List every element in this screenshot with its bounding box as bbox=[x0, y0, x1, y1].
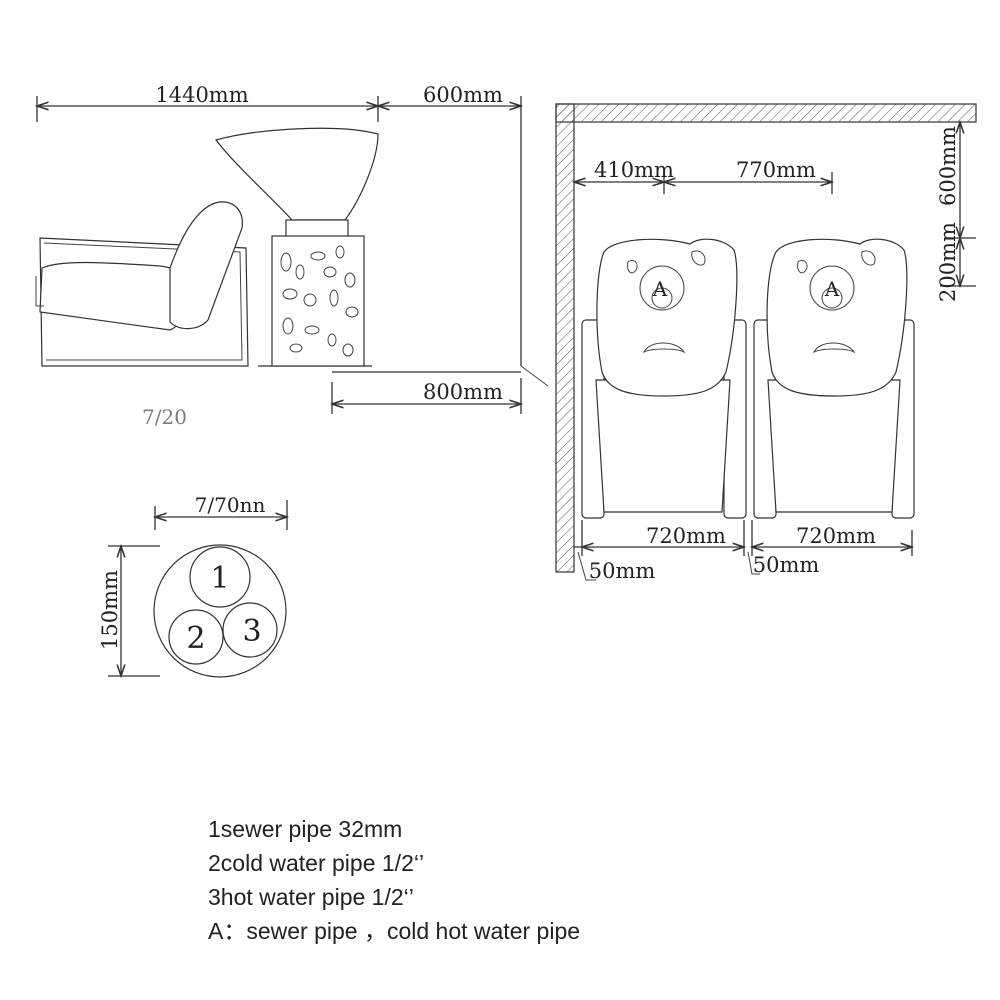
wall-top bbox=[555, 103, 977, 123]
dim-wall-offset-label: 410mm bbox=[594, 158, 674, 182]
dim-chair-width-label: 1440mm bbox=[155, 83, 248, 107]
pipe-dim-height-label: 150mm bbox=[98, 570, 122, 650]
pipe-dim-width-label: 7/70nn bbox=[195, 493, 266, 517]
dim-chair-width: 1440mm bbox=[37, 83, 378, 122]
unit-2-pipe-marker: A bbox=[824, 277, 840, 301]
pipe-3-label: 3 bbox=[242, 614, 261, 649]
dim-gap-2-label: 50mm bbox=[753, 553, 820, 577]
pipe-detail: 7/70nn 150mm 1 2 3 bbox=[98, 493, 287, 678]
pipe-3-circle bbox=[222, 602, 278, 658]
side-view: 1440mm 600mm bbox=[35, 83, 549, 429]
dim-gap-1-label: 50mm bbox=[589, 559, 656, 583]
pipe-1-label: 1 bbox=[210, 561, 229, 596]
legend-line-3: 3hot water pipe 1/2‘’ bbox=[208, 884, 414, 910]
dim-gap: 600mm bbox=[378, 83, 521, 128]
dim-gaps: 50mm 50mm bbox=[574, 546, 820, 583]
dim-top: 600mm bbox=[936, 122, 976, 238]
dim-pipe-height-label: 200mm bbox=[936, 222, 960, 302]
dim-unit-1-label: 720mm bbox=[646, 524, 726, 548]
basin-pedestal bbox=[214, 127, 379, 367]
dim-units: 720mm 720mm bbox=[582, 520, 912, 556]
dim-unit-2-label: 720mm bbox=[796, 524, 876, 548]
pipe-2-circle bbox=[168, 609, 224, 665]
pipe-2-label: 2 bbox=[186, 621, 205, 656]
plan-view: 410mm 770mm 600mm 200mm bbox=[555, 103, 977, 583]
wall-left bbox=[555, 103, 575, 573]
legend-line-4: A：sewer pipe ，cold hot water pipe bbox=[208, 918, 581, 944]
pipe-dim-height: 150mm bbox=[98, 546, 160, 676]
dim-gap-label: 600mm bbox=[423, 83, 503, 107]
pipe-dim-width: 7/70nn bbox=[155, 493, 287, 530]
dim-pipe-height: 200mm bbox=[936, 222, 976, 302]
legend: 1sewer pipe 32mm 2cold water pipe 1/2‘’ … bbox=[208, 812, 580, 948]
dim-top-label: 600mm bbox=[936, 126, 960, 206]
smudged-label: 7/20 bbox=[142, 405, 187, 429]
legend-line-2: 2cold water pipe 1/2‘’ bbox=[208, 850, 425, 876]
shampoo-unit-2: A bbox=[753, 238, 915, 519]
shampoo-unit-1: A bbox=[581, 238, 747, 519]
pipe-1-circle bbox=[189, 546, 251, 608]
unit-1-pipe-marker: A bbox=[652, 277, 668, 301]
dim-between-label: 770mm bbox=[736, 158, 816, 182]
dim-floor: 800mm bbox=[332, 371, 521, 414]
dim-between: 770mm bbox=[664, 158, 832, 194]
dim-wall-offset: 410mm bbox=[574, 158, 674, 194]
legend-line-1: 1sewer pipe 32mm bbox=[208, 816, 403, 842]
dim-floor-label: 800mm bbox=[423, 380, 503, 404]
